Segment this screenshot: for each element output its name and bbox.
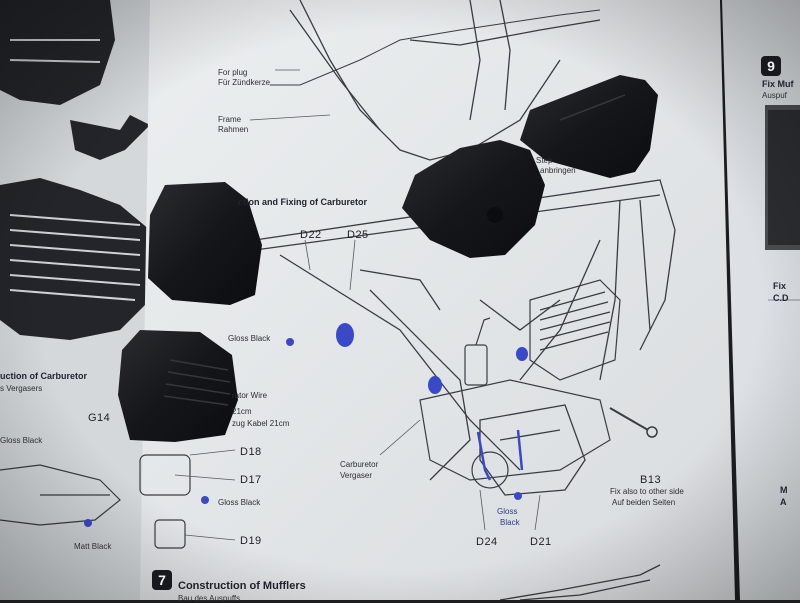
- label-carburetor-de: Vergaser: [340, 471, 373, 480]
- step-7-badge: 7: [152, 570, 172, 590]
- label-gloss-black-4a: Gloss: [497, 507, 518, 516]
- label-frame-en: Frame: [218, 115, 242, 124]
- label-step-de: anbringen: [540, 166, 576, 175]
- label-for-plug-de: Für Zündkerze: [218, 78, 271, 87]
- label-gloss-black-1: Gloss Black: [228, 334, 271, 343]
- step9-title-de: Auspuf: [762, 91, 787, 100]
- label-wire-len: 21cm: [232, 407, 252, 416]
- label-fix-also-de: Auf beiden Seiten: [612, 498, 676, 507]
- section-title: ction and Fixing of Carburetor: [238, 197, 368, 207]
- right-label-cd: C.D: [773, 293, 789, 303]
- right-label-m: M: [780, 485, 788, 495]
- right-label-a: A: [780, 497, 787, 507]
- label-gloss-black-4b: Black: [500, 518, 520, 527]
- carb-section-title: uction of Carburetor: [0, 371, 87, 381]
- label-wire-de: zug Kabel 21cm: [232, 419, 290, 428]
- part-d22: D22: [300, 229, 322, 241]
- part-d19: D19: [240, 535, 262, 547]
- mufflers-title-de: Bau des Auspuffs: [178, 594, 241, 603]
- label-fix-also-en: Fix also to other side: [610, 487, 684, 496]
- part-d18: D18: [240, 446, 262, 458]
- label-wire-en: rator Wire: [232, 391, 268, 400]
- part-d17: D17: [240, 474, 262, 486]
- mufflers-title: Construction of Mufflers: [178, 580, 306, 592]
- part-d25: D25: [347, 229, 369, 241]
- label-step-en: Step: [536, 156, 553, 165]
- part-d24: D24: [476, 536, 498, 548]
- part-g14: G14: [88, 412, 111, 424]
- step-9-badge: 9: [761, 56, 781, 76]
- label-carburetor-en: Carburetor: [340, 460, 379, 469]
- label-matt-black: Matt Black: [74, 542, 112, 551]
- carb-section-de: s Vergasers: [0, 384, 43, 393]
- label-gloss-black-2: Gloss Black: [0, 436, 43, 445]
- label-gloss-black-3: Gloss Black: [218, 498, 261, 507]
- part-b13: B13: [640, 474, 662, 486]
- step9-title-en: Fix Muf: [762, 79, 794, 89]
- label-frame-de: Rahmen: [218, 125, 249, 134]
- part-d21: D21: [530, 536, 552, 548]
- label-for-plug-en: For plug: [218, 68, 248, 77]
- right-label-fix: Fix: [773, 281, 787, 291]
